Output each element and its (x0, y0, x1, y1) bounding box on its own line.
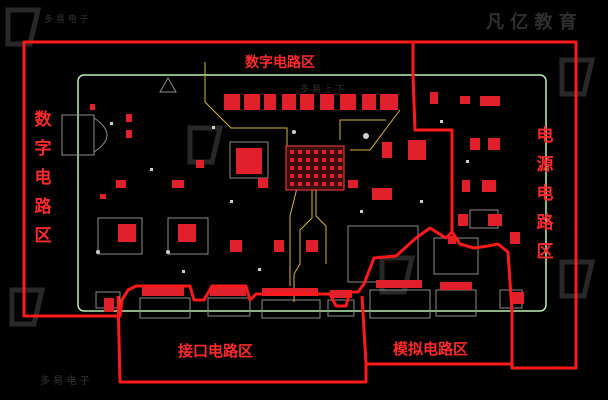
zone-label-digital-top: 数字电路区 (245, 55, 315, 71)
power-zone-border (413, 40, 578, 370)
zone-label-power: 电源电路区 (536, 126, 554, 262)
svg-text:多 易 上 下: 多 易 上 下 (300, 83, 345, 95)
svg-text:多 易 电 子: 多 易 电 子 (44, 13, 89, 25)
main-processor-bga (285, 145, 345, 191)
board-outline (77, 74, 547, 312)
smd-pads (90, 92, 520, 252)
zone-label-analog: 模拟电路区 (393, 340, 469, 358)
silkscreen-markers (96, 120, 469, 273)
svg-text:凡 亿 教 育: 凡 亿 教 育 (486, 11, 577, 33)
connector-pads (104, 280, 524, 312)
zone-boundaries (22, 40, 578, 384)
silkscreen-outlines (61, 76, 523, 319)
digital-zone-border (22, 40, 454, 318)
watermark-text: 多 易 电 子 多 易 上 下 凡 亿 教 育 多 易 电 子 (40, 11, 577, 387)
watermark-logos (5, 7, 596, 327)
zone-label-digital-left: 数字电路区 (34, 110, 52, 246)
zone-label-interface: 接口电路区 (178, 342, 254, 360)
svg-text:多 易 电 子: 多 易 电 子 (40, 374, 90, 387)
interface-zone-border (116, 295, 368, 384)
